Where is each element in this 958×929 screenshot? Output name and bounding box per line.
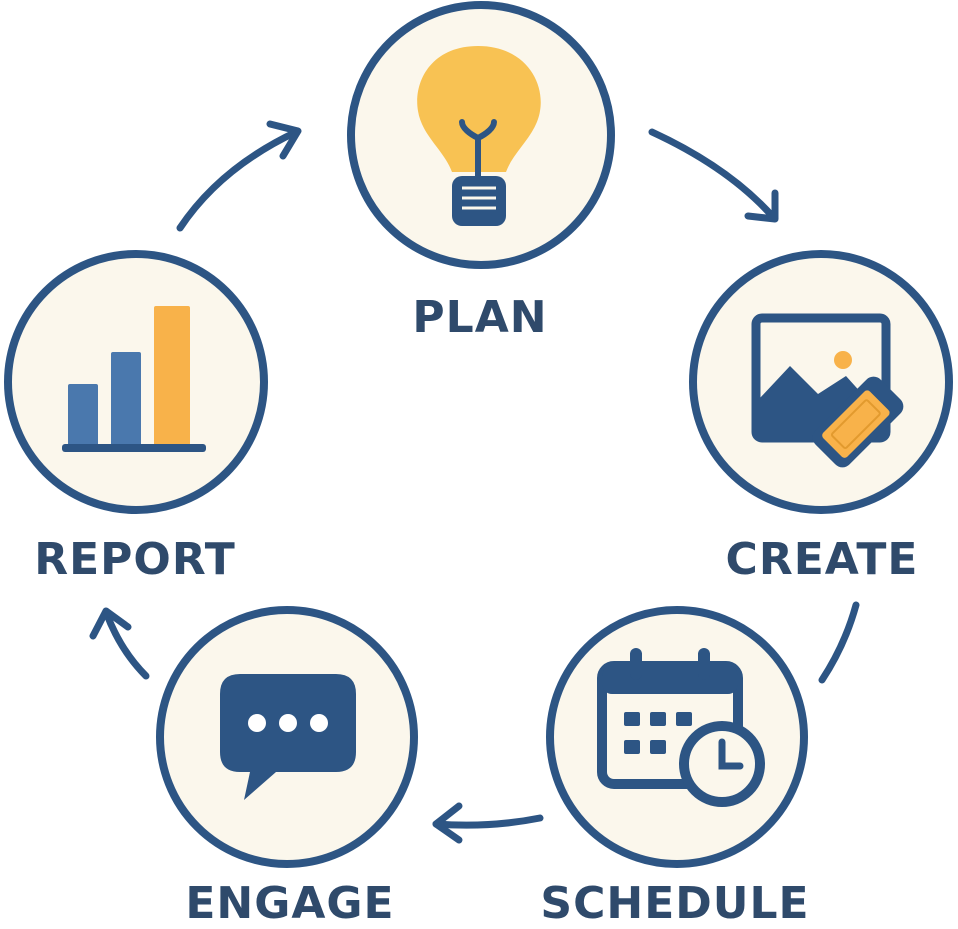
arrow-engage-to-report xyxy=(89,607,150,680)
step-report xyxy=(4,250,268,514)
create-label: CREATE xyxy=(725,534,919,585)
step-create xyxy=(689,250,953,514)
step-plan xyxy=(347,1,615,269)
bar-chart-icon xyxy=(62,306,206,452)
step-engage xyxy=(156,606,418,868)
arrow-plan-to-create xyxy=(648,128,779,223)
schedule-circle xyxy=(546,606,808,868)
report-label: REPORT xyxy=(34,534,236,585)
arrow-report-to-plan xyxy=(176,120,302,232)
arrow-schedule-to-engage xyxy=(432,802,544,844)
lightbulb-icon xyxy=(417,46,541,226)
step-schedule xyxy=(546,606,808,868)
engage-label: ENGAGE xyxy=(185,878,395,929)
create-circle xyxy=(689,250,953,514)
connector-create-to-schedule xyxy=(818,601,860,684)
calendar-clock-icon xyxy=(597,648,765,807)
cycle-arrows xyxy=(89,120,860,844)
schedule-label: SCHEDULE xyxy=(540,878,810,929)
image-pencil-icon xyxy=(751,313,904,468)
chat-bubble-icon xyxy=(220,674,356,800)
plan-label: PLAN xyxy=(412,292,548,343)
